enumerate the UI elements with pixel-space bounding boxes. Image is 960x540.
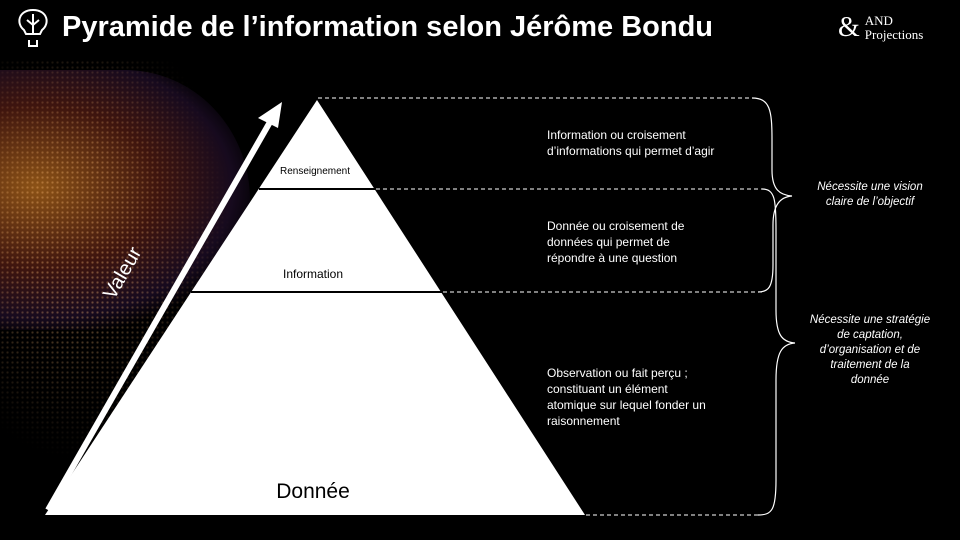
description-donnee: Observation ou fait perçu ;constituant u… bbox=[547, 366, 706, 428]
brace-top bbox=[751, 97, 793, 293]
pyramid bbox=[45, 100, 585, 515]
brace-bottom bbox=[757, 188, 796, 516]
level-label-donnee: Donnée bbox=[276, 480, 350, 503]
dashed-guides bbox=[318, 97, 762, 516]
brain-bulb-icon bbox=[18, 8, 48, 47]
page-title: Pyramide de l’information selon Jérôme B… bbox=[62, 11, 714, 43]
value-arrow bbox=[45, 102, 282, 512]
level-label-information: Information bbox=[282, 267, 344, 281]
level-label-renseignement: Renseignement bbox=[279, 166, 351, 177]
